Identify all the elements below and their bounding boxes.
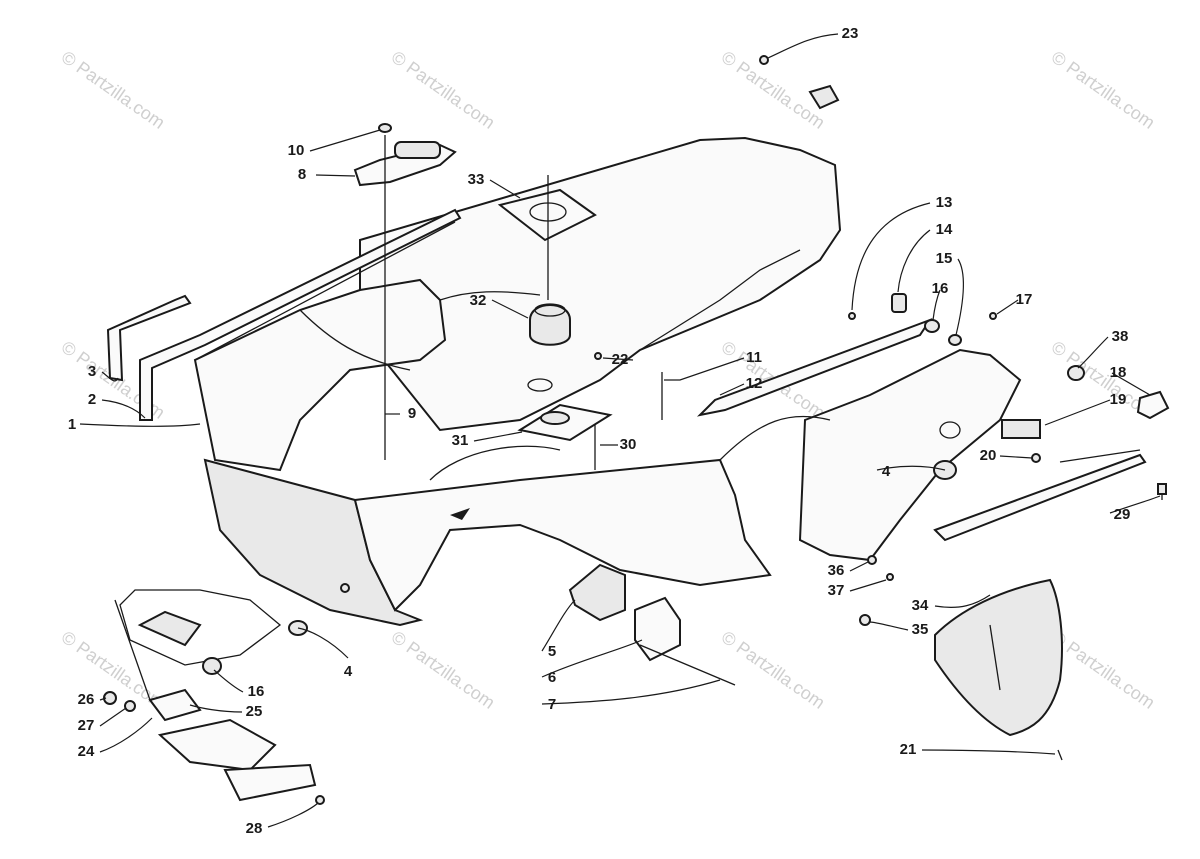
callout-labels: 1234456789101112131415161617181920212223… [68, 25, 1131, 837]
ski-bracket-assembly [103, 589, 325, 805]
callout-c20: 20 [980, 447, 997, 464]
callout-c38: 38 [1112, 328, 1129, 345]
watermark-text: © Partzilla.com [388, 627, 499, 713]
callout-c19: 19 [1110, 391, 1127, 408]
axis-lines [384, 135, 663, 470]
callout-c16a: 16 [932, 280, 949, 297]
callout-c1: 1 [68, 416, 76, 433]
belly-pan-part [193, 136, 1022, 627]
watermark-text: © Partzilla.com [388, 47, 499, 133]
callout-c7: 7 [548, 696, 556, 713]
callout-c27: 27 [78, 717, 95, 734]
callout-c16b: 16 [248, 683, 265, 700]
callout-c9: 9 [408, 405, 416, 422]
watermark-text: © Partzilla.com [718, 627, 829, 713]
callout-c10: 10 [288, 142, 305, 159]
callout-c6: 6 [548, 669, 556, 686]
callout-c31: 31 [452, 432, 469, 449]
callout-c23: 23 [842, 25, 859, 42]
watermark-text: © Partzilla.com [718, 47, 829, 133]
headlight-parts [568, 563, 736, 686]
callout-c32: 32 [470, 292, 487, 309]
watermark-text: © Partzilla.com [1048, 627, 1159, 713]
callout-c11: 11 [746, 349, 762, 366]
callout-c28: 28 [246, 820, 263, 837]
callout-c25: 25 [246, 703, 263, 720]
callout-c14: 14 [936, 221, 953, 238]
callout-c17: 17 [1016, 291, 1033, 308]
callout-c13: 13 [936, 194, 953, 211]
callout-c24: 24 [78, 743, 95, 760]
callout-c30: 30 [620, 436, 637, 453]
callout-c29: 29 [1114, 506, 1131, 523]
callout-c4a: 4 [344, 663, 353, 680]
misc-hardware [288, 55, 1063, 761]
callout-c26: 26 [78, 691, 95, 708]
callout-c12: 12 [746, 375, 763, 392]
callout-c37: 37 [828, 582, 845, 599]
callout-c34: 34 [912, 597, 929, 614]
nose-cover-part [934, 578, 1063, 737]
leader-lines [79, 33, 1161, 828]
right-hardware-parts [848, 293, 1170, 542]
callout-c4b: 4 [882, 463, 891, 480]
callout-c18: 18 [1110, 364, 1127, 381]
callout-c36: 36 [828, 562, 845, 579]
hinge-bracket-part [353, 123, 457, 187]
callout-c35: 35 [912, 621, 929, 638]
side-rails-part [106, 208, 462, 421]
watermark-text: © Partzilla.com [1048, 47, 1159, 133]
callout-c5: 5 [548, 643, 556, 660]
callout-c22: 22 [612, 351, 629, 368]
callout-c2: 2 [88, 391, 96, 408]
callout-c21: 21 [900, 741, 917, 758]
watermark-text: © Partzilla.com [58, 47, 169, 133]
steering-plate-part [497, 188, 613, 442]
callout-c15: 15 [936, 250, 953, 267]
callout-c3: 3 [88, 363, 96, 380]
callout-c33: 33 [468, 171, 485, 188]
callout-c8: 8 [298, 166, 306, 183]
